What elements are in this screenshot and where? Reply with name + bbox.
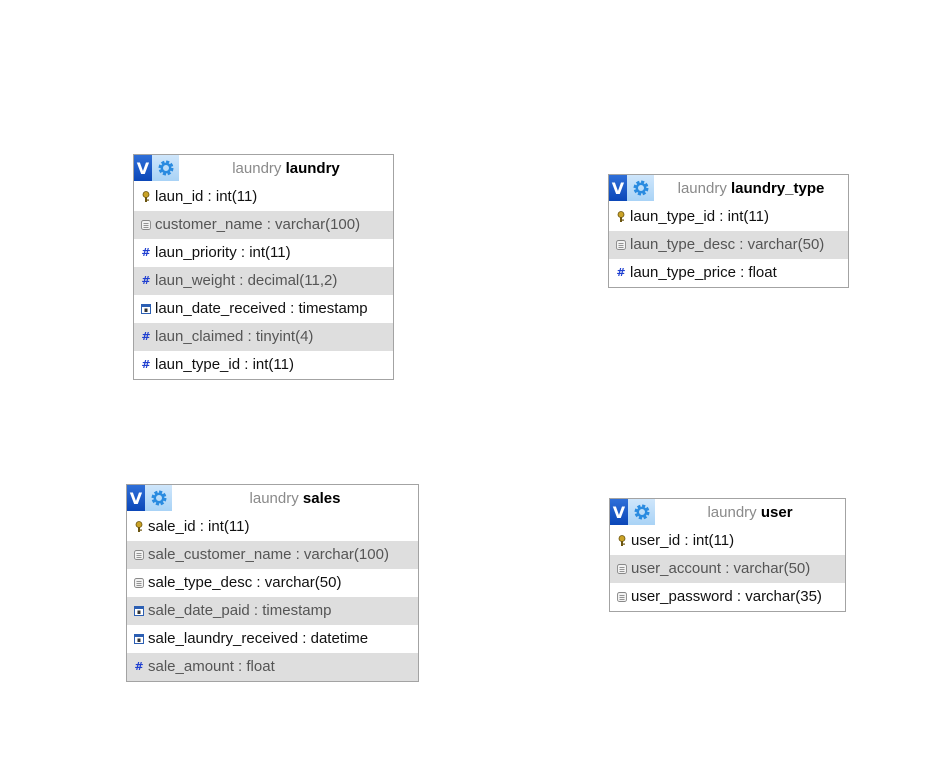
column-row[interactable]: sale_id : int(11) [127,513,418,541]
column-label: sale_id : int(11) [148,518,250,535]
column-row[interactable]: # laun_weight : decimal(11,2) [134,267,393,295]
column-label: laun_claimed : tinyint(4) [155,328,314,345]
text-field-icon [616,583,628,611]
column-row[interactable]: user_account : varchar(50) [610,555,845,583]
column-row[interactable]: user_id : int(11) [610,527,845,555]
numeric-field-icon: # [616,266,626,279]
column-row[interactable]: laun_type_id : int(11) [609,203,848,231]
column-label: sale_date_paid : timestamp [148,602,332,619]
column-row[interactable]: laun_date_received : timestamp [134,295,393,323]
table-name: user [760,504,793,521]
table-user[interactable]: V laundry user user_id : int(11) user_ac… [609,498,846,612]
column-label: laun_priority : int(11) [155,244,291,261]
numeric-field-icon: # [141,274,151,287]
date-field-icon [140,295,152,323]
key-icon [616,527,628,555]
text-field-icon [616,555,628,583]
text-field-icon [133,569,145,597]
numeric-field-icon: # [141,246,151,259]
column-row[interactable]: # laun_priority : int(11) [134,239,393,267]
text-field-icon [140,211,152,239]
column-row[interactable]: user_password : varchar(35) [610,583,845,611]
table-laundry-type[interactable]: V laundry laundry_type laun_type_id : in… [608,174,849,288]
toggle-columns-button[interactable]: V [610,499,628,525]
numeric-field-icon: # [134,660,144,673]
table-header[interactable]: V laundry sales [127,485,418,513]
column-label: customer_name : varchar(100) [155,216,361,233]
column-label: sale_amount : float [148,658,275,675]
column-row[interactable]: sale_customer_name : varchar(100) [127,541,418,569]
column-row[interactable]: # laun_type_price : float [609,259,848,287]
gear-icon[interactable] [152,155,179,181]
column-label: laun_type_price : float [630,264,777,281]
column-label: sale_type_desc : varchar(50) [148,574,342,591]
toggle-columns-button[interactable]: V [134,155,152,181]
column-label: laun_type_id : int(11) [630,208,769,225]
text-field-icon [615,231,627,259]
table-sales[interactable]: V laundry sales sale_id : int(11) sale_c… [126,484,419,682]
column-row[interactable]: sale_date_paid : timestamp [127,597,418,625]
key-icon [133,513,145,541]
numeric-field-icon: # [141,358,151,371]
column-row[interactable]: laun_type_desc : varchar(50) [609,231,848,259]
table-name: laundry [285,160,340,177]
date-field-icon [133,625,145,653]
gear-icon[interactable] [627,175,654,201]
table-title[interactable]: laundry laundry_type [654,175,848,203]
key-icon [140,183,152,211]
table-title[interactable]: laundry laundry [179,155,393,183]
gear-icon[interactable] [145,485,172,511]
column-label: user_id : int(11) [631,532,735,549]
column-label: laun_type_desc : varchar(50) [630,236,825,253]
database-name: laundry [249,490,299,507]
database-name: laundry [232,160,282,177]
column-label: laun_id : int(11) [155,188,258,205]
column-label: laun_date_received : timestamp [155,300,368,317]
database-name: laundry [677,180,727,197]
database-name: laundry [707,504,757,521]
date-field-icon [133,597,145,625]
column-label: sale_laundry_received : datetime [148,630,369,647]
column-label: user_password : varchar(35) [631,588,822,605]
table-name: sales [302,490,341,507]
column-row[interactable]: customer_name : varchar(100) [134,211,393,239]
toggle-columns-button[interactable]: V [609,175,627,201]
column-label: laun_weight : decimal(11,2) [155,272,338,289]
table-name: laundry_type [731,180,825,197]
column-row[interactable]: sale_type_desc : varchar(50) [127,569,418,597]
table-title[interactable]: laundry sales [172,485,418,513]
toggle-columns-button[interactable]: V [127,485,145,511]
table-header[interactable]: V laundry laundry_type [609,175,848,203]
gear-icon[interactable] [628,499,655,525]
key-icon [615,203,627,231]
column-row[interactable]: # laun_type_id : int(11) [134,351,393,379]
column-label: sale_customer_name : varchar(100) [148,546,389,563]
column-row[interactable]: laun_id : int(11) [134,183,393,211]
table-title[interactable]: laundry user [655,499,845,527]
table-header[interactable]: V laundry user [610,499,845,527]
column-label: user_account : varchar(50) [631,560,811,577]
numeric-field-icon: # [141,330,151,343]
column-row[interactable]: # sale_amount : float [127,653,418,681]
table-header[interactable]: V laundry laundry [134,155,393,183]
column-label: laun_type_id : int(11) [155,356,294,373]
column-row[interactable]: sale_laundry_received : datetime [127,625,418,653]
table-laundry[interactable]: V laundry laundry laun_id : int(11) cust… [133,154,394,380]
column-row[interactable]: # laun_claimed : tinyint(4) [134,323,393,351]
text-field-icon [133,541,145,569]
